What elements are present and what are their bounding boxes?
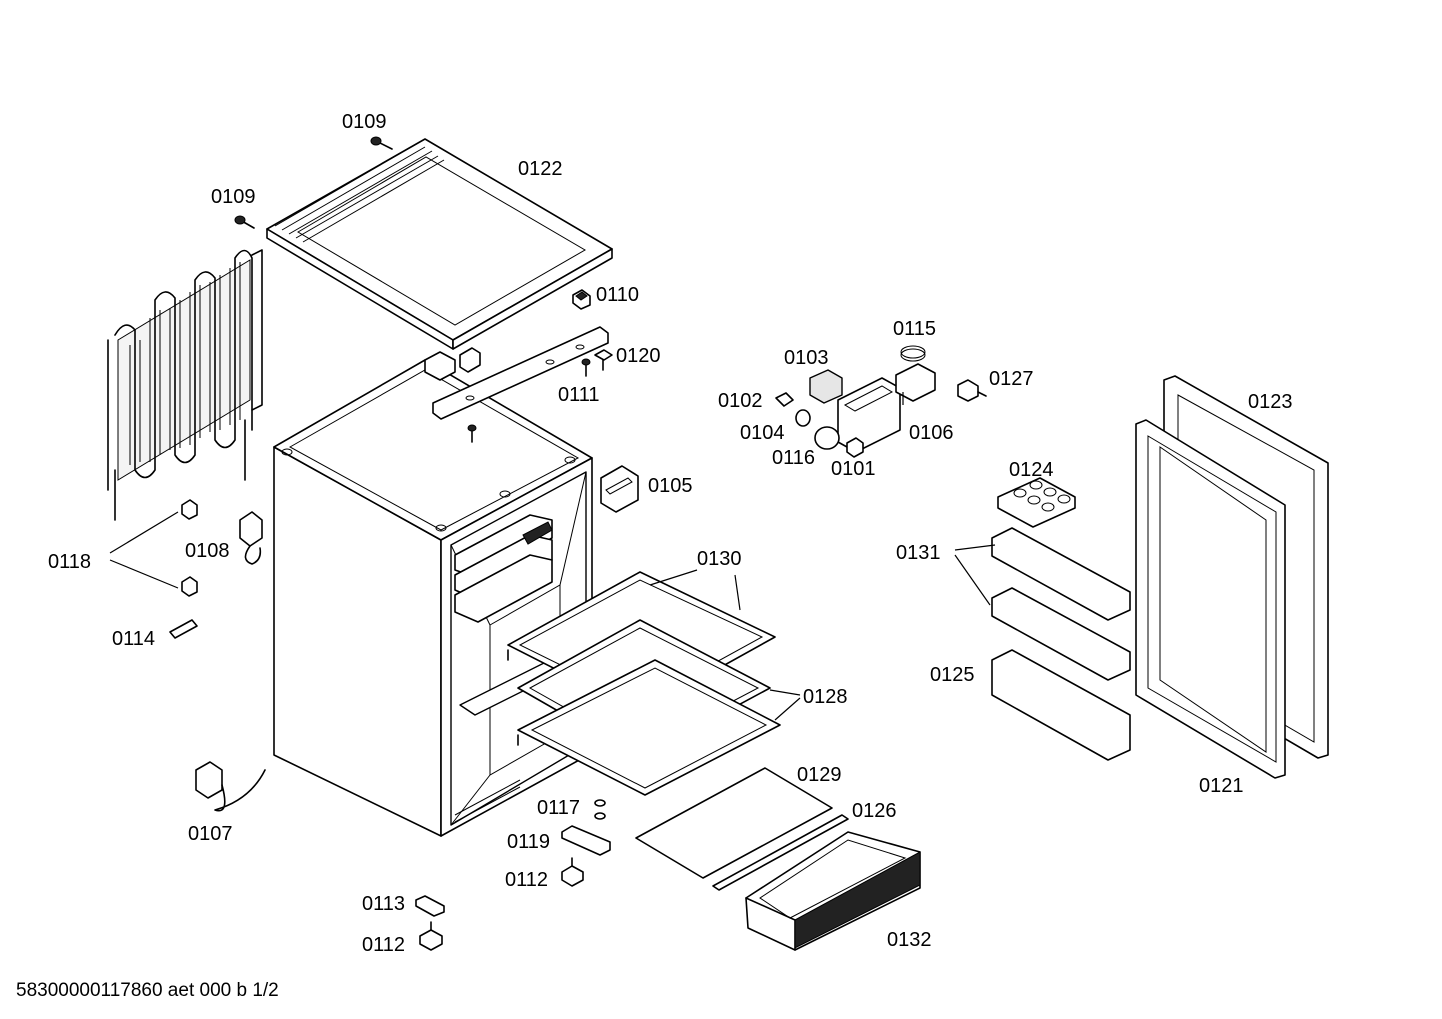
screw-0111 — [467, 358, 591, 443]
egg-tray-0124 — [997, 477, 1076, 528]
crisper-drawer-0132 — [745, 831, 921, 951]
label-0118: 0118 — [48, 551, 91, 573]
thermostat-group — [775, 345, 987, 458]
label-0103: 0103 — [784, 347, 829, 369]
label-0109-side: 0109 — [211, 186, 256, 208]
label-0109-top: 0109 — [342, 111, 387, 133]
leader-lines — [109, 392, 996, 721]
label-0104: 0104 — [740, 422, 785, 444]
label-0122: 0122 — [518, 158, 563, 180]
label-0119: 0119 — [507, 831, 550, 853]
leveling-foot-0112-a — [561, 857, 584, 887]
label-0115: 0115 — [893, 318, 936, 340]
screw-0109-side — [234, 215, 255, 229]
label-0106: 0106 — [909, 422, 954, 444]
label-0124: 0124 — [1009, 459, 1054, 481]
shelves-0130-0128 — [507, 571, 781, 796]
label-0110: 0110 — [596, 284, 639, 306]
screw-0120 — [594, 349, 613, 371]
pin-0114 — [169, 619, 198, 639]
label-0131: 0131 — [896, 542, 941, 564]
screw-0109-top — [370, 136, 393, 150]
label-0101: 0101 — [831, 458, 876, 480]
label-0125: 0125 — [930, 664, 975, 686]
label-0116: 0116 — [772, 447, 815, 469]
glass-plate-0129 — [635, 767, 833, 879]
label-0117: 0117 — [537, 797, 580, 819]
label-0102: 0102 — [718, 390, 763, 412]
document-id-footer: 58300000117860 aet 000 b 1/2 — [16, 980, 279, 1001]
label-0111: 0111 — [558, 384, 600, 406]
label-0130: 0130 — [697, 548, 742, 570]
label-0132: 0132 — [887, 929, 932, 951]
door-gasket-0121 — [1135, 419, 1286, 779]
condenser-part — [107, 249, 263, 521]
clips-0118 — [181, 499, 198, 597]
power-cord-0107 — [195, 761, 266, 812]
top-cover-part — [266, 138, 613, 350]
label-0112-b: 0112 — [362, 934, 405, 956]
label-0126: 0126 — [852, 800, 897, 822]
label-0120: 0120 — [616, 345, 661, 367]
label-0113: 0113 — [362, 893, 405, 915]
label-0105: 0105 — [648, 475, 693, 497]
label-0121: 0121 — [1199, 775, 1244, 797]
hinge-clip-0110 — [572, 289, 591, 310]
cable-0108 — [239, 511, 263, 565]
washers-0117 — [594, 799, 606, 820]
label-0129: 0129 — [797, 764, 842, 786]
bracket-0113 — [415, 895, 445, 917]
label-0128: 0128 — [803, 686, 848, 708]
bracket-0119 — [561, 825, 611, 856]
label-0112-a: 0112 — [505, 869, 548, 891]
label-0114: 0114 — [112, 628, 155, 650]
part-labels: 0109 0122 0109 0110 0120 0111 0115 0103 … — [48, 111, 1293, 956]
leveling-foot-0112-b — [419, 921, 443, 951]
trim-strip-0126 — [712, 814, 849, 891]
label-0107: 0107 — [188, 823, 233, 845]
label-0127: 0127 — [989, 368, 1034, 390]
label-0108: 0108 — [185, 540, 230, 562]
bracket-0105 — [600, 465, 639, 513]
label-0123: 0123 — [1248, 391, 1293, 413]
door-shelves-0131-0125 — [991, 527, 1131, 761]
